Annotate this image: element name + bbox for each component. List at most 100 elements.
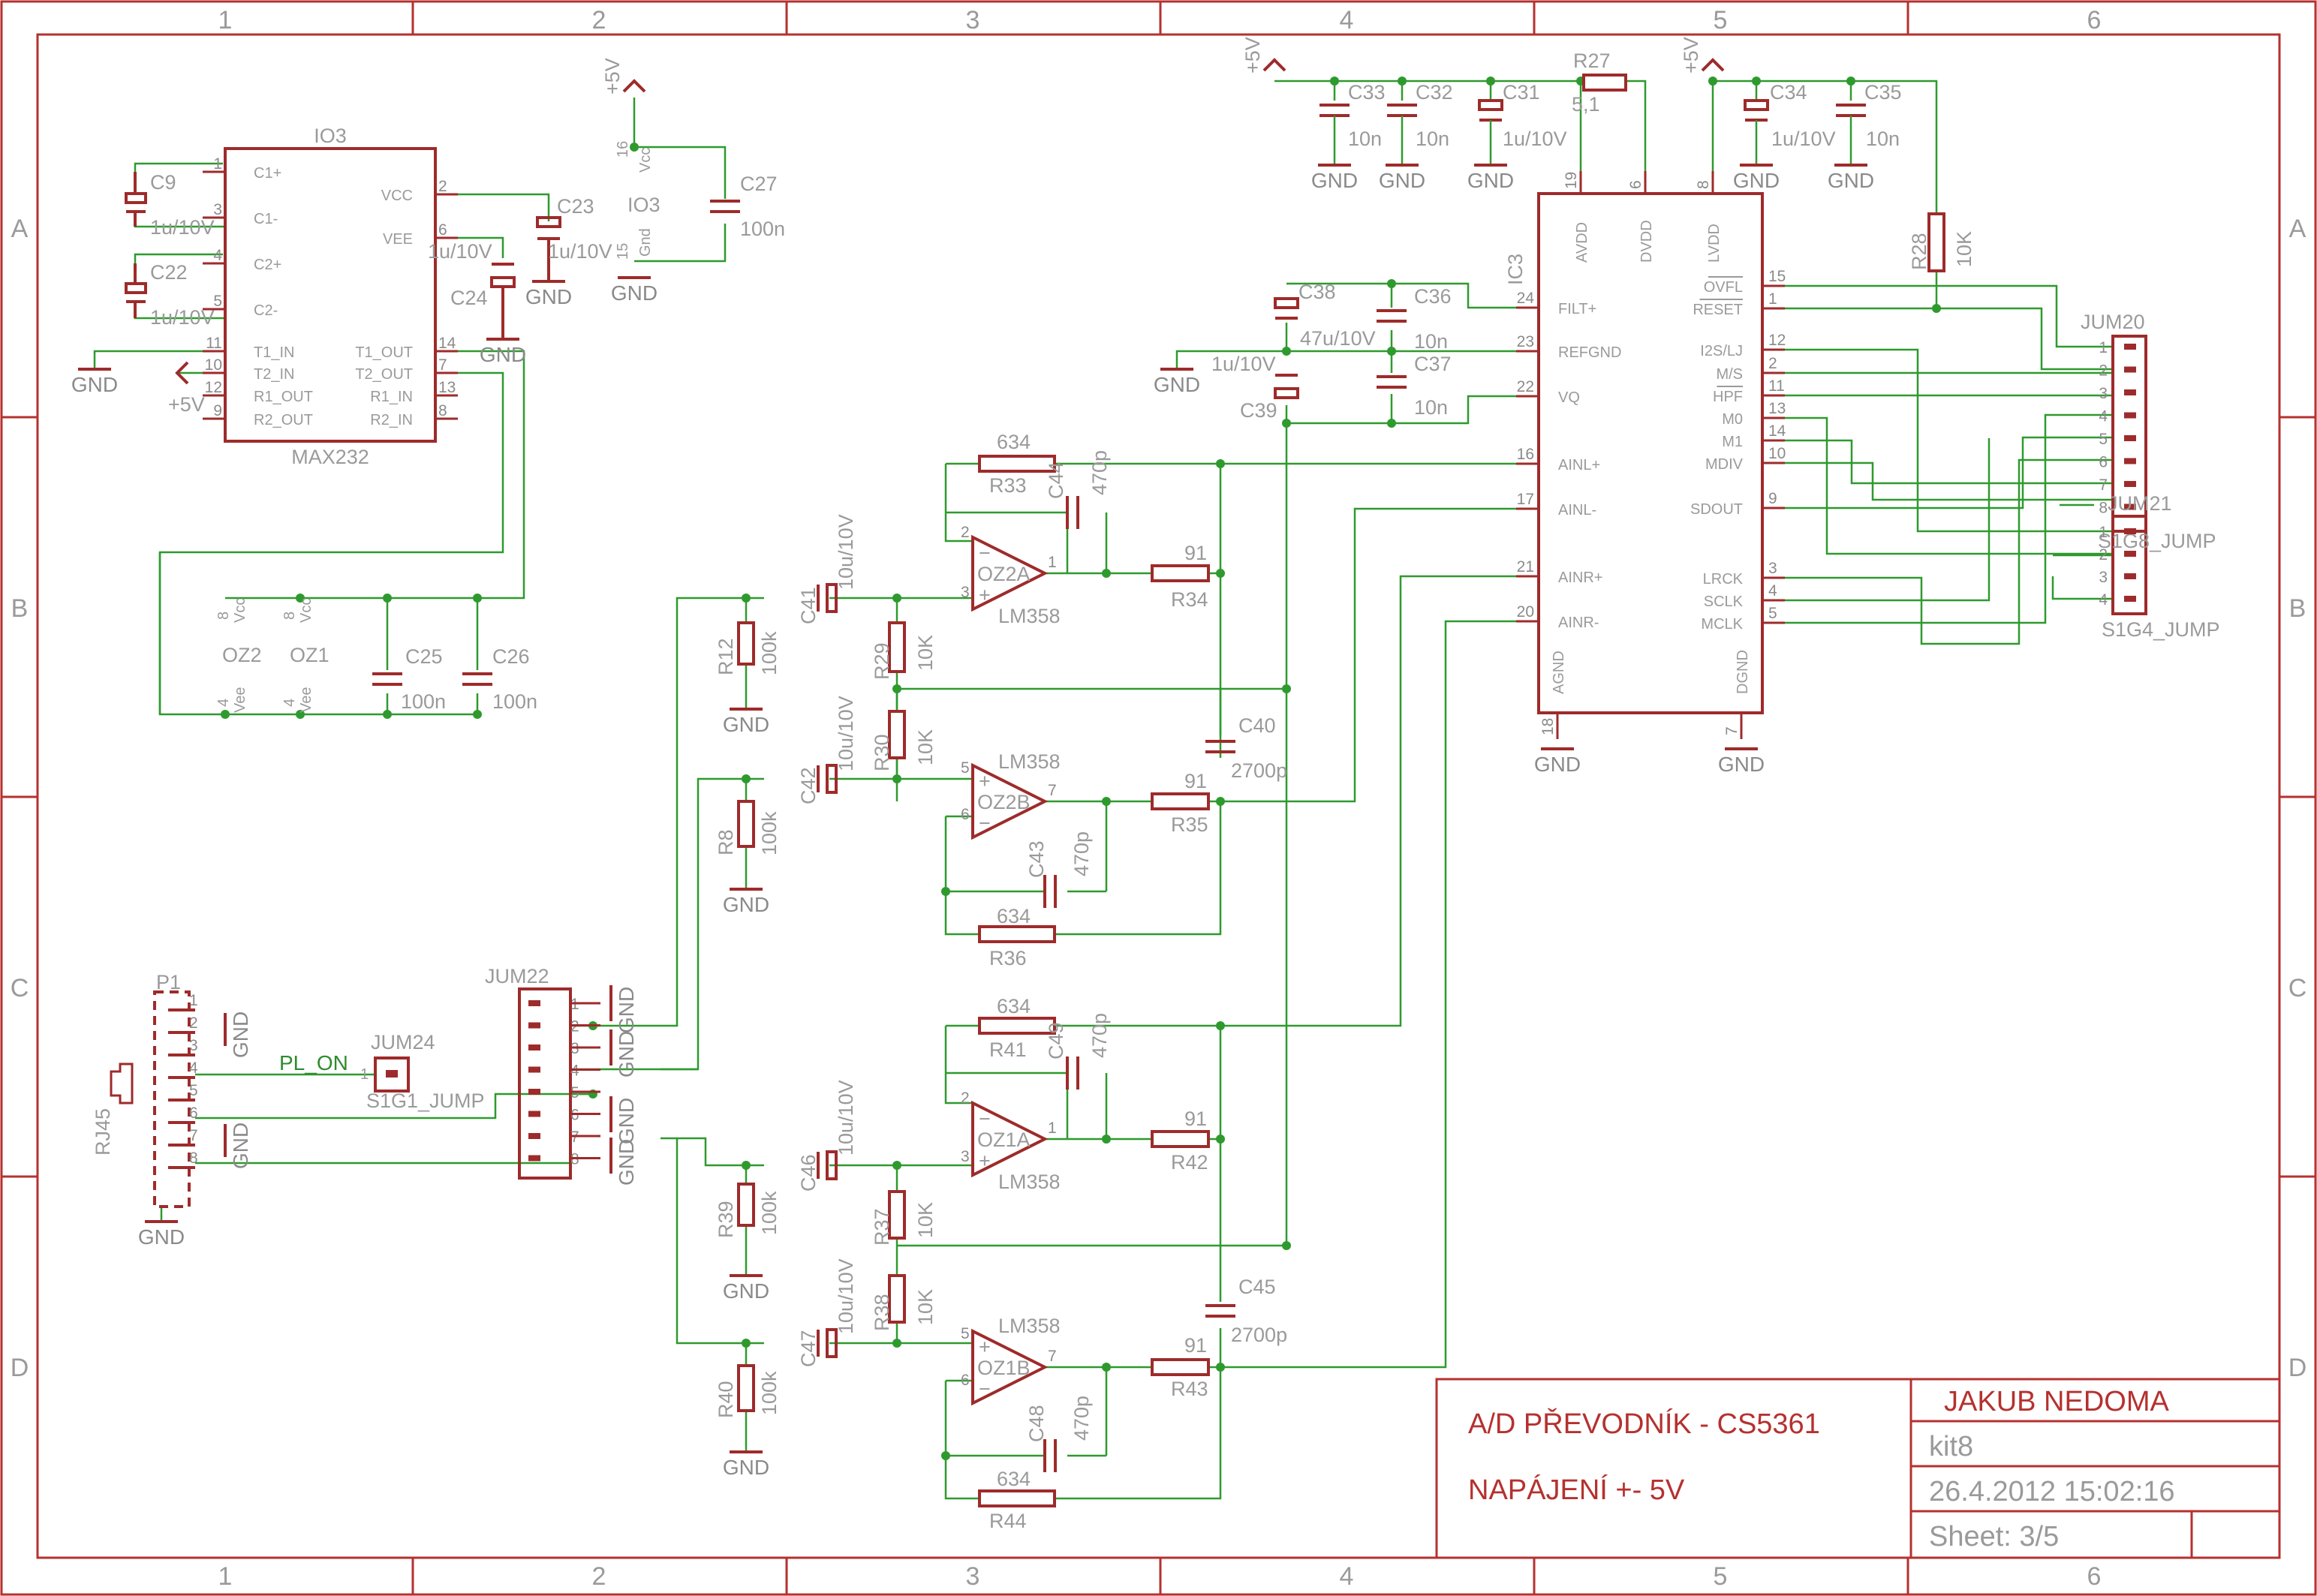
jum21-label: JUM21 (2108, 492, 2172, 515)
jum20-pin-number: 5 (2099, 431, 2108, 448)
jum22-pin (528, 1066, 540, 1073)
ic3-pin-number: 7 (1723, 726, 1741, 735)
p1-pin-number: 8 (189, 1150, 198, 1167)
grid-row-b-left: B (11, 594, 29, 623)
grid-row-a-left: A (11, 215, 29, 243)
ic3-pin-name: AVDD (1574, 222, 1590, 263)
r39-label: R39 (715, 1201, 737, 1238)
ic3-pin-number: 3 (1768, 560, 1777, 577)
io3-power-name: IO3 (627, 194, 660, 216)
opamp-pin-number: 3 (961, 1148, 970, 1165)
max232-pin-name: T2_IN (254, 366, 294, 383)
max232-pin-name: R1_OUT (254, 389, 313, 405)
jum20-pin-number: 6 (2099, 454, 2108, 471)
c37-label: C37 (1414, 353, 1452, 375)
r40-label: R40 (715, 1381, 737, 1418)
c33-value: 10n (1348, 128, 1382, 150)
max232-pin-name: C1- (254, 211, 278, 227)
r36-value: 634 (997, 905, 1031, 927)
ic3-pin-number: 22 (1517, 378, 1534, 395)
ic3-pin-name: OVFL (1704, 279, 1743, 296)
max232-pin-number: 12 (205, 379, 222, 396)
p5v-avdd-label: +5V (1241, 37, 1264, 74)
oz1-vee: Vee (298, 687, 314, 713)
r42-value: 91 (1184, 1108, 1207, 1130)
ic3-pin-number: 21 (1517, 558, 1534, 576)
jum20-pin (2124, 412, 2136, 419)
grid-col-5-top: 5 (1714, 6, 1728, 35)
subtitle-text: NAPÁJENÍ +- 5V (1468, 1474, 1685, 1506)
cs5361-chip: IC3 19AVDD6DVDD8LVDD18AGND7DGND24FILT+23… (1504, 171, 1786, 739)
max232-pin-number: 8 (438, 402, 447, 419)
resistor-r44 (978, 1489, 1056, 1507)
gnd-c35-label: GND (1828, 169, 1874, 192)
c27-value: 100n (740, 218, 785, 240)
p5v-avdd-arrow (1262, 58, 1286, 72)
jum24-pin: 1 (360, 1066, 369, 1083)
r8-value: 100k (758, 811, 781, 855)
gnd-c24-label: GND (480, 343, 526, 366)
cap-c34 (1744, 99, 1769, 165)
grid-col-2-top: 2 (592, 6, 606, 35)
r43-label: R43 (1171, 1378, 1208, 1400)
p5v-lvdd-arrow (1701, 58, 1725, 72)
opamp-oz1b-name: OZ1B (977, 1357, 1031, 1379)
ic3-pin-name: AINL- (1558, 502, 1596, 518)
ic3-pin-name: REFGND (1558, 344, 1621, 361)
ic3-pin-name: AINL+ (1558, 457, 1600, 473)
opamp-input-sign: − (979, 542, 991, 564)
r34-label: R34 (1171, 588, 1208, 611)
grid-row-a-right: A (2289, 215, 2306, 243)
ic3-pin-name: DGND (1735, 650, 1751, 694)
max232-pin-number: 13 (438, 379, 456, 396)
ic3-pin-number: 4 (1768, 582, 1777, 600)
c22-value: 1u/10V (150, 306, 215, 329)
opamp-input-sign: − (979, 1108, 991, 1130)
grid-row-d-left: D (11, 1354, 29, 1382)
c48-value: 470p (1070, 1396, 1093, 1441)
oz1-pin8: 8 (281, 612, 298, 620)
grid-row-c-right: C (2288, 974, 2307, 1002)
cap-c33 (1319, 104, 1350, 165)
c33-label: C33 (1348, 81, 1386, 104)
c24-value: 1u/10V (428, 240, 492, 263)
resistor-r27 (1582, 74, 1627, 92)
jum20-pin-number: 3 (2099, 385, 2108, 402)
r28-value: 10K (1953, 231, 1975, 267)
c35-value: 10n (1866, 128, 1900, 150)
opamp-pin-number: 1 (1048, 554, 1057, 571)
ic3-pin-name: AGND (1551, 651, 1567, 694)
max232-pin-number: 7 (438, 356, 447, 374)
opamp-oz1a-part: LM358 (998, 1171, 1061, 1193)
c9-value: 1u/10V (150, 216, 215, 239)
c42-label: C42 (797, 767, 820, 804)
cap-c42-body (826, 764, 838, 794)
grid-col-4-bottom: 4 (1340, 1562, 1354, 1591)
resistor-r36 (978, 925, 1056, 943)
c32-value: 10n (1416, 128, 1449, 150)
io3-vcc: Vcc (637, 148, 654, 173)
jum20-pin-number: 4 (2099, 408, 2108, 425)
ic3-pin-name: VQ (1558, 389, 1580, 406)
cap-c27 (710, 200, 740, 213)
opamp-pin-number: 2 (961, 1090, 970, 1107)
oz2-label: OZ2 (222, 644, 262, 666)
title-text: A/D PŘEVODNÍK - CS5361 (1468, 1408, 1820, 1440)
jum22-pin (528, 1022, 540, 1029)
gnd-p1-label: GND (138, 1225, 185, 1249)
cap-c46-body (826, 1150, 838, 1180)
gnd-p1-side-label: GND (229, 1123, 252, 1169)
cap-c26 (462, 672, 492, 686)
ic3-pin-number: 9 (1768, 490, 1777, 507)
c49-value: 470p (1088, 1013, 1111, 1058)
jum20-pin (2124, 344, 2136, 350)
opamp-pin-number: 7 (1048, 782, 1057, 799)
grid-labels: 1 2 3 4 5 6 1 2 3 4 5 6 A B C D A B C D (11, 6, 2307, 1591)
opamp-input-sign: − (979, 1378, 991, 1400)
p1-pin-number: 5 (189, 1082, 198, 1099)
max232-part: MAX232 (291, 446, 369, 468)
c36-label: C36 (1414, 285, 1452, 308)
jum21-pin-number: 2 (2099, 546, 2108, 564)
